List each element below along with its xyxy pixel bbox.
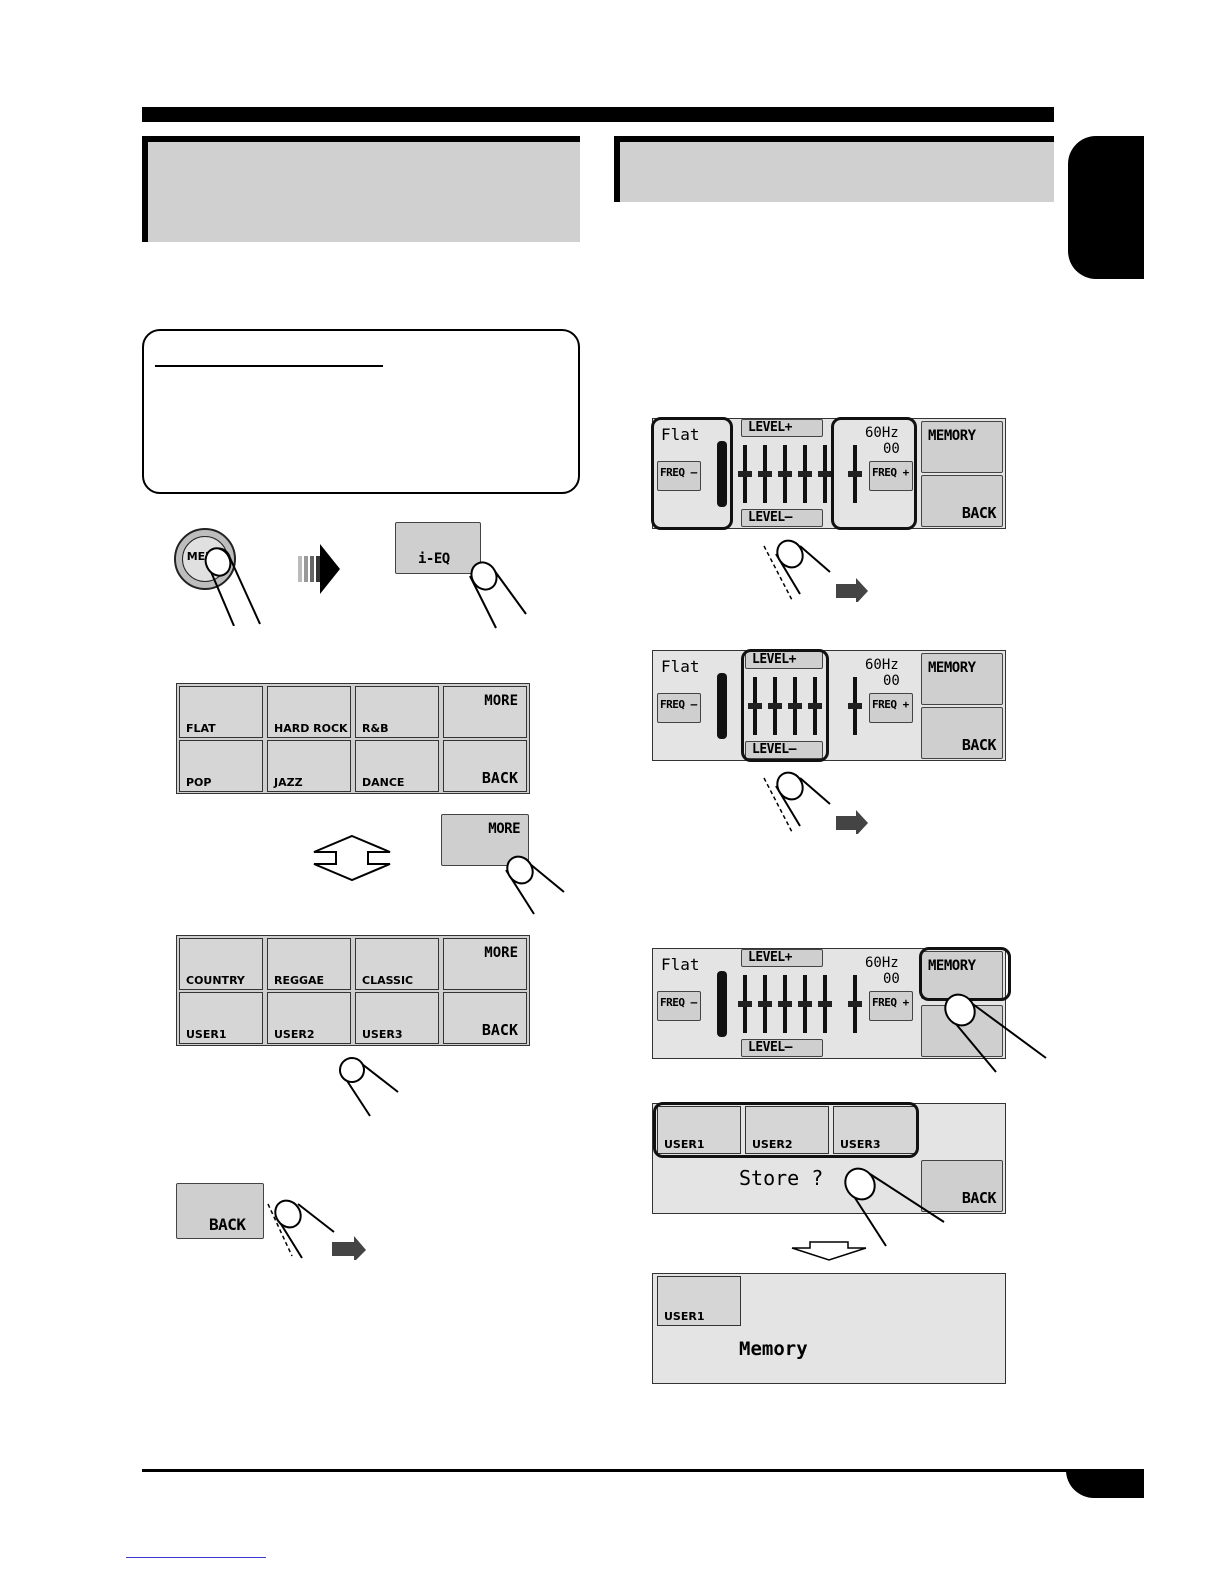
memory-button[interactable]: MEMORY — [921, 653, 1003, 705]
freq-minus-button[interactable]: FREQ – — [657, 991, 701, 1021]
memory-message: Memory — [739, 1338, 808, 1360]
finger-icon — [944, 993, 1047, 1073]
back-button[interactable]: BACK — [921, 475, 1003, 527]
preset-country[interactable]: COUNTRY — [179, 938, 263, 990]
info-box — [142, 329, 580, 494]
back-button[interactable]: BACK — [176, 1183, 264, 1239]
freq-plus-button[interactable]: FREQ + — [869, 693, 913, 723]
back-button[interactable]: BACK — [921, 707, 1003, 759]
double-arrow-icon — [313, 834, 391, 882]
freq-plus-button[interactable]: FREQ + — [869, 991, 913, 1021]
highlight-level — [741, 649, 829, 762]
highlight-freq — [651, 417, 733, 530]
preset-user1[interactable]: USER1 — [179, 992, 263, 1044]
freq-plus-button[interactable]: FREQ + — [869, 461, 913, 491]
level-minus-button[interactable]: LEVEL– — [745, 741, 823, 759]
finger-hold-icon — [267, 1199, 366, 1260]
store-prompt: Store ? — [739, 1166, 824, 1190]
preset-dance[interactable]: DANCE — [355, 740, 439, 792]
more-button[interactable]: MORE — [443, 938, 527, 990]
memory-button[interactable]: MEMORY — [921, 951, 1003, 999]
preset-classic[interactable]: CLASSIC — [355, 938, 439, 990]
finger-icon — [204, 547, 261, 626]
footer-link-line — [126, 1557, 266, 1558]
memory-result-screen: USER1 Memory — [652, 1273, 1006, 1384]
highlight-level-value — [831, 417, 917, 530]
preset-reggae[interactable]: REGGAE — [267, 938, 351, 990]
user1-tile: USER1 — [657, 1276, 741, 1326]
back-button[interactable]: BACK — [443, 992, 527, 1044]
user2-button[interactable]: USER2 — [745, 1106, 829, 1154]
preset-hard-rock[interactable]: HARD ROCK — [267, 686, 351, 738]
memory-button[interactable]: MEMORY — [921, 421, 1003, 473]
language-tab — [1068, 136, 1144, 279]
top-rule — [142, 107, 1054, 122]
page-number-tab — [1066, 1470, 1144, 1498]
arrow-right-icon — [298, 544, 340, 594]
preset-user2[interactable]: USER2 — [267, 992, 351, 1044]
preset-screen-1: FLAT HARD ROCK R&B MORE POP JAZZ DANCE B… — [176, 683, 530, 794]
finger-icon — [844, 1167, 945, 1247]
back-button[interactable]: BACK — [443, 740, 527, 792]
level-plus-button[interactable]: LEVEL+ — [741, 949, 823, 967]
eq-sliders[interactable] — [709, 441, 865, 507]
eq-screen-2: Flat 60Hz 00 FREQ – FREQ + LEVEL+ LEVEL–… — [652, 649, 1006, 762]
finger-icon — [469, 561, 527, 629]
finger-drag-icon — [763, 539, 868, 602]
section-header-right — [614, 136, 1054, 202]
level-plus-button[interactable]: LEVEL+ — [745, 651, 823, 669]
info-box-underline — [155, 365, 383, 367]
level-minus-button[interactable]: LEVEL– — [741, 1039, 823, 1057]
more-button[interactable]: MORE — [441, 814, 529, 866]
preset-pop[interactable]: POP — [179, 740, 263, 792]
more-button[interactable]: MORE — [443, 686, 527, 738]
finger-drag-icon — [763, 771, 868, 834]
highlight-users — [653, 1102, 919, 1158]
freq-minus-button[interactable]: FREQ – — [657, 461, 701, 491]
user3-button[interactable]: USER3 — [833, 1106, 917, 1154]
preset-user3[interactable]: USER3 — [355, 992, 439, 1044]
arrow-down-icon — [791, 1241, 867, 1261]
level-minus-button[interactable]: LEVEL– — [741, 509, 823, 527]
store-screen: USER1 USER2 USER3 Store ? BACK — [652, 1102, 1006, 1214]
eq-screen-1: Flat 60Hz 00 FREQ – FREQ + LEVEL+ LEVEL–… — [651, 417, 1006, 530]
eq-sliders[interactable] — [709, 971, 865, 1037]
back-button[interactable]: BACK — [921, 1160, 1003, 1212]
preset-rnb[interactable]: R&B — [355, 686, 439, 738]
freq-minus-button[interactable]: FREQ – — [657, 693, 701, 723]
section-header-left — [142, 136, 580, 242]
preset-jazz[interactable]: JAZZ — [267, 740, 351, 792]
eq-sliders[interactable] — [709, 673, 865, 739]
ieq-button[interactable]: i-EQ — [395, 522, 481, 574]
preset-screen-2: COUNTRY REGGAE CLASSIC MORE USER1 USER2 … — [176, 935, 530, 1046]
finger-icon — [505, 855, 565, 915]
bottom-rule — [142, 1469, 1144, 1472]
finger-icon — [339, 1057, 399, 1117]
preset-flat[interactable]: FLAT — [179, 686, 263, 738]
level-plus-button[interactable]: LEVEL+ — [741, 419, 823, 437]
user1-button[interactable]: USER1 — [657, 1106, 741, 1154]
